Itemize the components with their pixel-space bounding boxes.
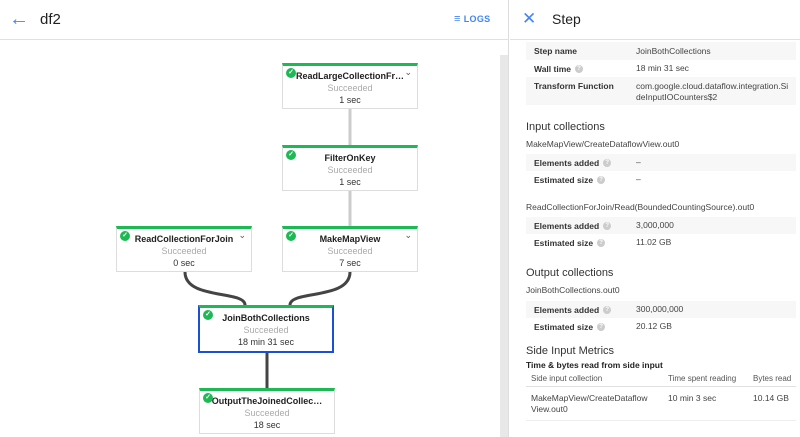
metric-row: Estimated size? – [526,171,796,188]
help-icon[interactable]: ? [597,176,606,185]
metric-key: Estimated size [534,174,594,185]
info-value: JoinBothCollections [636,45,711,56]
panel-header: ✕ Step [510,0,800,40]
help-icon[interactable]: ? [603,222,612,231]
info-row: Step name JoinBothCollections [526,42,796,60]
edge [183,271,247,306]
node-status: Succeeded [327,246,373,256]
metric-row: Elements added? 3,000,000 [526,217,796,234]
chevron-down-icon[interactable]: ⌄ [238,230,246,240]
node-status: Succeeded [327,165,373,175]
metric-key: Estimated size [534,321,594,332]
divider [526,420,796,421]
metric-value: 20.12 GB [636,321,672,331]
step-panel: ✕ Step Step name JoinBothCollections Wall… [510,0,800,437]
metric-row: Elements added? 300,000,000 [526,301,796,318]
edge [288,271,352,306]
help-icon[interactable]: ? [603,306,612,315]
node-name: JoinBothCollections [222,313,310,323]
info-row: Wall time? 18 min 31 sec [526,60,796,77]
column-header: Time spent reading [668,374,737,383]
chevron-down-icon[interactable]: ⌄ [404,230,412,240]
graph-node[interactable]: ✓OutputTheJoinedCollec… Succeeded 18 sec [199,388,335,434]
info-value: com.google.cloud.dataflow.integration.Si… [636,81,789,102]
metric-value: – [636,174,641,184]
output-collections-heading: Output collections [526,267,614,279]
info-key: Step name [534,46,577,56]
close-icon[interactable]: ✕ [522,9,537,28]
info-value: 18 min 31 sec [636,63,689,73]
back-arrow-icon[interactable]: ← [9,8,29,30]
side-input-collection: MakeMapView/CreateDataflowView.out0 [531,393,648,414]
metric-key: Elements added [534,157,600,168]
help-icon[interactable]: ? [597,323,606,332]
collection-name: ReadCollectionForJoin/Read(BoundedCounti… [526,202,755,212]
vertical-scrollbar[interactable] [500,55,508,437]
graph-edges [183,109,352,388]
node-time: 7 sec [339,258,361,268]
node-time: 0 sec [173,258,195,268]
list-icon: ≡ [454,13,461,25]
check-circle-icon: ✓ [203,393,213,403]
node-name: ReadCollectionForJoin [134,234,234,244]
check-circle-icon: ✓ [203,310,213,320]
node-time: 18 sec [253,420,281,430]
check-circle-icon: ✓ [120,231,130,241]
help-icon[interactable]: ? [597,239,606,248]
side-input-subtitle: Time & bytes read from side input [526,360,663,370]
side-input-heading: Side Input Metrics [526,345,615,357]
node-name: MakeMapView [319,234,381,244]
metric-row: Estimated size? 11.02 GB [526,234,796,251]
node-name: ReadLargeCollectionFr… [295,71,405,81]
info-key: Wall time [534,63,571,74]
collection-name: JoinBothCollections.out0 [526,285,620,295]
check-circle-icon: ✓ [286,231,296,241]
panel-title: Step [552,11,581,27]
time-spent-reading: 10 min 3 sec [668,393,717,403]
graph-header: ← df2 ≡LOGS [0,0,509,40]
node-time: 18 min 31 sec [237,337,295,347]
column-header: Side input collection [531,374,603,383]
node-time: 1 sec [339,95,361,105]
node-status: Succeeded [327,83,373,93]
logs-label: LOGS [463,14,491,24]
metric-value: – [636,157,641,167]
help-icon[interactable]: ? [575,65,583,74]
node-name: FilterOnKey [324,153,376,163]
collection-name: MakeMapView/CreateDataflowView.out0 [526,139,680,149]
check-circle-icon: ✓ [286,68,296,78]
graph-pane: ← df2 ≡LOGS ✓⌄ReadLargeCollectionFr…Succ… [0,0,509,437]
node-time: 1 sec [339,177,361,187]
metric-value: 11.02 GB [636,237,672,247]
node-name: OutputTheJoinedCollec… [211,396,323,406]
chevron-down-icon[interactable]: ⌄ [404,67,412,77]
logs-button[interactable]: ≡LOGS [454,13,490,25]
node-status: Succeeded [161,246,207,256]
metric-key: Elements added [534,220,600,231]
graph-node[interactable]: ✓ ⌄ReadLargeCollectionFr… Succeeded 1 sec [282,63,418,109]
input-collections-heading: Input collections [526,121,605,133]
job-title: df2 [40,11,61,28]
help-icon[interactable]: ? [603,159,612,168]
node-status: Succeeded [243,325,289,335]
info-key: Transform Function [534,81,614,91]
column-header: Bytes read [753,374,792,383]
metric-key: Estimated size [534,237,594,248]
metric-value: 300,000,000 [636,304,684,314]
divider [526,386,796,387]
metric-row: Estimated size? 20.12 GB [526,318,796,335]
metric-key: Elements added [534,304,600,315]
check-circle-icon: ✓ [286,150,296,160]
metric-row: Elements added? – [526,154,796,171]
bytes-read: 10.14 GB [753,393,789,403]
node-status: Succeeded [244,408,290,418]
info-row: Transform Function com.google.cloud.dataf… [526,77,796,105]
metric-value: 3,000,000 [636,220,674,230]
